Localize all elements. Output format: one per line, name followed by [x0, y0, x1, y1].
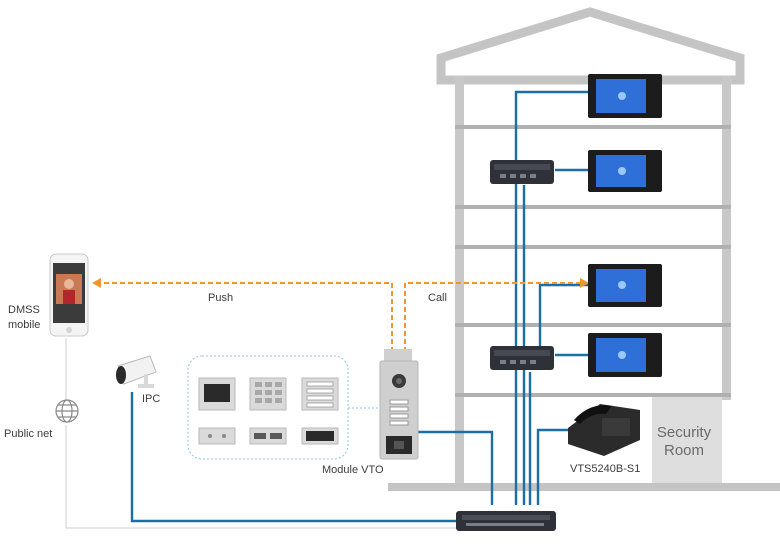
security-room	[652, 397, 722, 483]
module-vto[interactable]	[379, 349, 419, 460]
switch-icon	[490, 346, 554, 370]
floor-line-3	[455, 245, 731, 249]
poe-switch-1[interactable]	[490, 160, 554, 184]
building-roof	[436, 7, 745, 85]
cables	[130, 90, 592, 523]
security-room-label-1: Security	[657, 424, 712, 441]
indoor-monitor-2[interactable]	[588, 150, 662, 192]
push-arrow-head	[92, 278, 101, 288]
vts-label: VTS5240B-S1	[570, 463, 640, 475]
public-net-line	[65, 338, 460, 529]
poe-switch-2[interactable]	[490, 346, 554, 370]
dmss-label-line2: mobile	[8, 319, 40, 331]
cable-vto	[418, 430, 494, 505]
modules-cluster-outline	[187, 355, 349, 460]
switch-icon	[490, 160, 554, 184]
call-signal-line	[404, 282, 582, 352]
public-net-label: Public net	[4, 428, 52, 440]
security-room-label-2: Room	[664, 442, 704, 459]
push-signal-line	[98, 282, 393, 352]
indicator-module	[198, 427, 236, 445]
globe-icon	[55, 399, 79, 423]
push-label: Push	[208, 292, 233, 304]
main-switch[interactable]	[456, 511, 556, 531]
module-vto-label: Module VTO	[322, 464, 384, 476]
indoor-monitor-4[interactable]	[588, 333, 662, 377]
dmss-smartphone[interactable]	[49, 253, 89, 337]
ipc-camera[interactable]	[116, 355, 157, 388]
vts-desk-phone[interactable]	[568, 404, 640, 456]
indoor-monitor-1[interactable]	[588, 74, 662, 118]
floor-line-4	[455, 323, 731, 327]
call-arrow-head	[580, 278, 589, 288]
signal-lines	[98, 282, 582, 352]
building-right-wall	[722, 76, 731, 400]
indoor-monitor-3[interactable]	[588, 264, 662, 307]
cable-switch2-monitor3	[538, 283, 592, 352]
floor-line-2	[455, 205, 731, 209]
ipc-label: IPC	[142, 393, 160, 405]
nameplate-module	[249, 427, 287, 445]
vto-modules-cluster	[187, 355, 378, 460]
cable-vts	[536, 428, 568, 505]
floor-line-5	[455, 393, 731, 397]
cable-ipc	[130, 392, 460, 523]
dmss-label-line1: DMSS	[8, 304, 40, 316]
switch-icon	[456, 511, 556, 531]
floor-line-1	[455, 125, 731, 129]
call-label: Call	[428, 292, 447, 304]
ground-line	[388, 483, 780, 491]
